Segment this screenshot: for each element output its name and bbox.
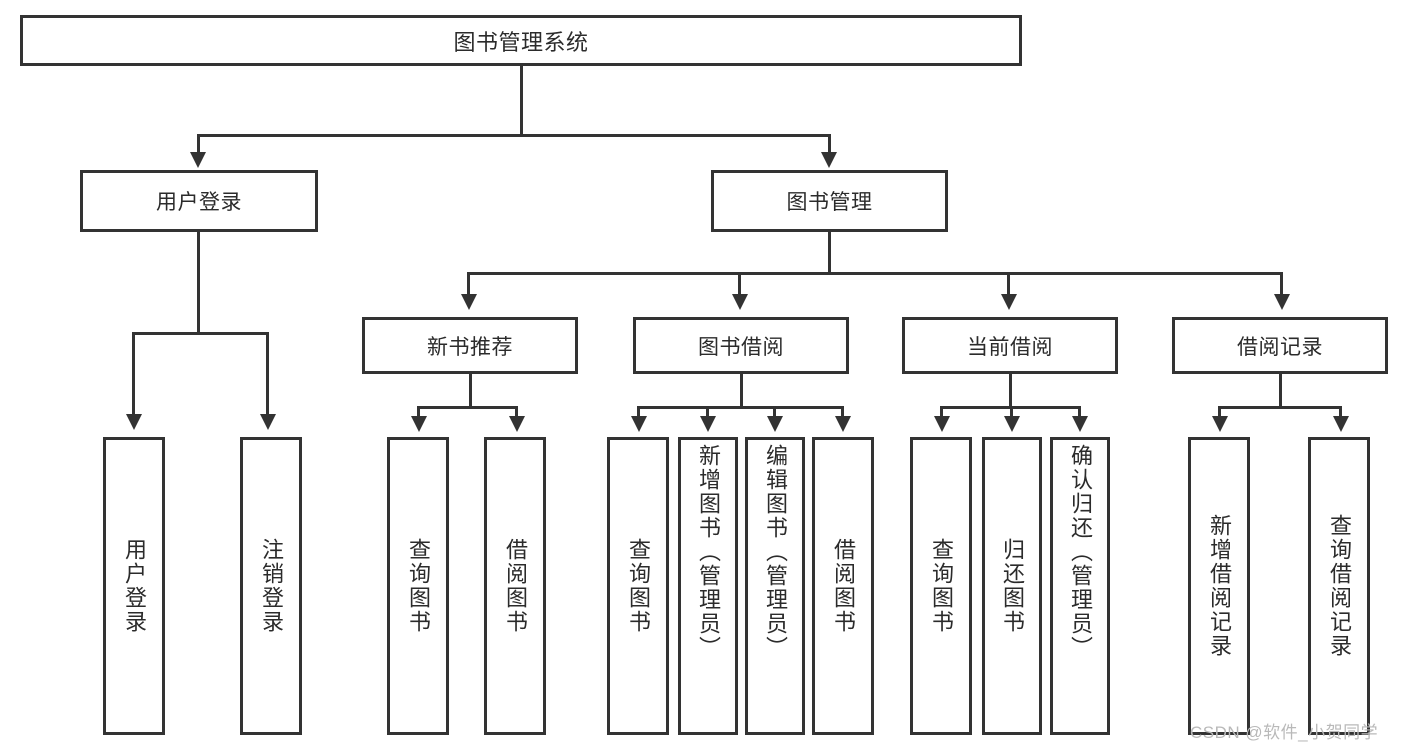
- edge-root-drop-1: [197, 134, 200, 156]
- edge-new-book-drop-2: [515, 406, 518, 418]
- node-current-borrow[interactable]: 当前借阅: [902, 317, 1118, 374]
- edge-borrow-record-stem: [1279, 374, 1282, 406]
- node-book-management[interactable]: 图书管理: [711, 170, 948, 232]
- node-leaf-query-book-3[interactable]: 查询图书: [910, 437, 972, 735]
- arrowhead-icon-current-borrow-3: [1072, 416, 1088, 432]
- node-user-login[interactable]: 用户登录: [80, 170, 318, 232]
- edge-book-manage-stem: [828, 232, 831, 272]
- edge-current-borrow-drop-3: [1078, 406, 1081, 418]
- edge-root-bus: [197, 134, 831, 137]
- arrowhead-icon-borrow-record-2: [1333, 416, 1349, 432]
- node-borrow-record[interactable]: 借阅记录: [1172, 317, 1388, 374]
- edge-book-borrow-drop-2: [706, 406, 709, 418]
- edge-user-login-stem: [197, 232, 200, 332]
- arrowhead-icon-new-book-2: [509, 416, 525, 432]
- edge-book-borrow-drop-4: [841, 406, 844, 418]
- node-leaf-query-borrow-record[interactable]: 查询借阅记录: [1308, 437, 1370, 735]
- node-leaf-add-borrow-record[interactable]: 新增借阅记录: [1188, 437, 1250, 735]
- arrowhead-icon-root-1: [190, 152, 206, 168]
- arrowhead-icon-book-borrow-2: [700, 416, 716, 432]
- edge-user-login-bus: [132, 332, 269, 335]
- node-book-borrow[interactable]: 图书借阅: [633, 317, 849, 374]
- node-root-book-management-system[interactable]: 图书管理系统: [20, 15, 1022, 66]
- arrowhead-icon-user-login-2: [260, 414, 276, 430]
- edge-current-borrow-drop-2: [1010, 406, 1013, 418]
- edge-user-login-drop-2: [266, 332, 269, 417]
- arrowhead-icon-book-borrow-1: [631, 416, 647, 432]
- node-leaf-edit-book-admin[interactable]: 编辑图书（管理员）: [745, 437, 805, 735]
- node-leaf-add-book-admin[interactable]: 新增图书（管理员）: [678, 437, 738, 735]
- arrowhead-icon-borrow-record-1: [1212, 416, 1228, 432]
- edge-book-manage-drop-4: [1280, 272, 1283, 297]
- arrowhead-icon-new-book-1: [411, 416, 427, 432]
- node-leaf-user-logout[interactable]: 注销登录: [240, 437, 302, 735]
- edge-root-stem: [520, 66, 523, 134]
- edge-book-manage-drop-2: [738, 272, 741, 297]
- arrowhead-icon-current-borrow-2: [1004, 416, 1020, 432]
- edge-new-book-stem: [469, 374, 472, 406]
- arrowhead-icon-book-manage-4: [1274, 294, 1290, 310]
- node-leaf-borrow-book-2[interactable]: 借阅图书: [812, 437, 874, 735]
- node-new-book-recommendation[interactable]: 新书推荐: [362, 317, 578, 374]
- arrowhead-icon-book-manage-3: [1001, 294, 1017, 310]
- node-leaf-borrow-book-1[interactable]: 借阅图书: [484, 437, 546, 735]
- arrowhead-icon-book-borrow-3: [767, 416, 783, 432]
- node-leaf-confirm-return-admin[interactable]: 确认归还（管理员）: [1050, 437, 1110, 735]
- arrowhead-icon-user-login-1: [126, 414, 142, 430]
- edge-borrow-record-drop-1: [1218, 406, 1221, 418]
- edge-current-borrow-stem: [1009, 374, 1012, 406]
- edge-root-drop-2: [828, 134, 831, 156]
- arrowhead-icon-book-manage-2: [732, 294, 748, 310]
- edge-book-borrow-drop-3: [773, 406, 776, 418]
- edge-book-borrow-bus: [637, 406, 843, 409]
- arrowhead-icon-root-2: [821, 152, 837, 168]
- edge-book-manage-bus: [467, 272, 1283, 275]
- arrowhead-icon-book-borrow-4: [835, 416, 851, 432]
- arrowhead-icon-book-manage-1: [461, 294, 477, 310]
- edge-book-borrow-drop-1: [637, 406, 640, 418]
- node-leaf-query-book-2[interactable]: 查询图书: [607, 437, 669, 735]
- edge-book-borrow-stem: [740, 374, 743, 406]
- arrowhead-icon-current-borrow-1: [934, 416, 950, 432]
- node-leaf-return-book[interactable]: 归还图书: [982, 437, 1042, 735]
- edge-book-manage-drop-3: [1007, 272, 1010, 297]
- edge-new-book-drop-1: [417, 406, 420, 418]
- edge-book-manage-drop-1: [467, 272, 470, 297]
- edge-borrow-record-bus: [1218, 406, 1342, 409]
- edge-new-book-bus: [417, 406, 518, 409]
- node-leaf-user-login[interactable]: 用户登录: [103, 437, 165, 735]
- node-leaf-query-book-1[interactable]: 查询图书: [387, 437, 449, 735]
- edge-borrow-record-drop-2: [1339, 406, 1342, 418]
- edge-user-login-drop-1: [132, 332, 135, 417]
- edge-current-borrow-drop-1: [940, 406, 943, 418]
